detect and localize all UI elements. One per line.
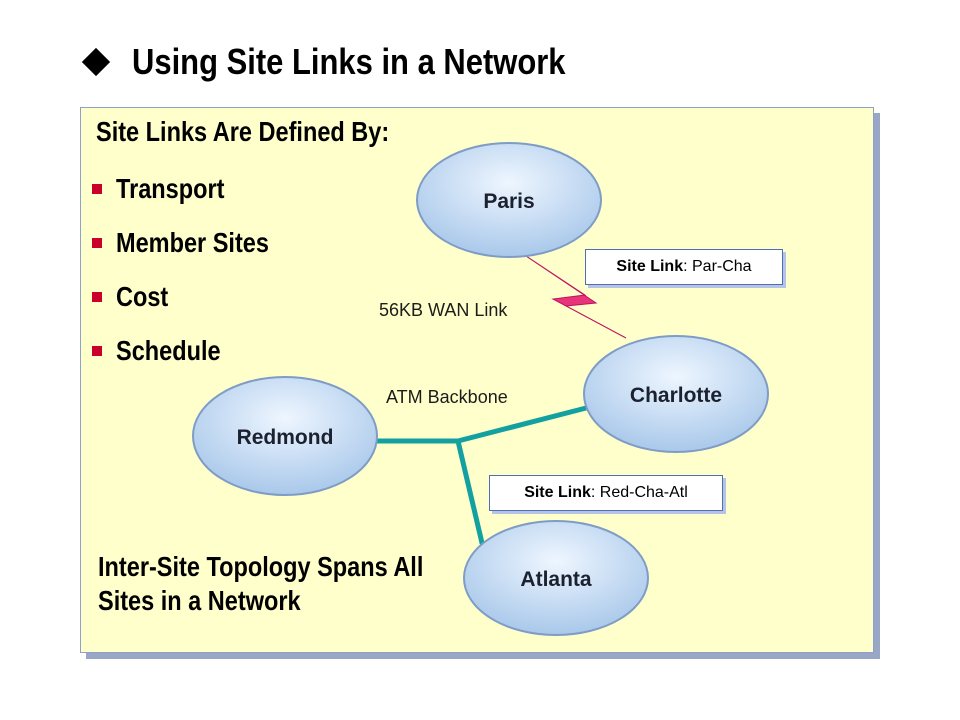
slide-title-row: Using Site Links in a Network bbox=[80, 34, 636, 90]
site-node-charlotte: Charlotte bbox=[583, 335, 769, 453]
site-link-value: : Red-Cha-Atl bbox=[590, 484, 688, 501]
bullet-item: Member Sites bbox=[92, 216, 298, 270]
square-bullet-icon bbox=[92, 292, 102, 302]
topology-caption-line1: Inter-Site Topology Spans All bbox=[98, 551, 424, 582]
wan-link-label: 56KB WAN Link bbox=[379, 300, 508, 320]
site-label-redmond: Redmond bbox=[237, 426, 334, 449]
bullet-text: Schedule bbox=[116, 335, 221, 366]
panel-heading: Site Links Are Defined By: bbox=[96, 116, 390, 147]
site-label-charlotte: Charlotte bbox=[630, 384, 722, 407]
slide-title: Using Site Links in a Network bbox=[132, 41, 566, 82]
site-label-paris: Paris bbox=[483, 190, 534, 213]
bullet-text: Member Sites bbox=[116, 227, 269, 258]
bullet-text: Cost bbox=[116, 281, 169, 312]
wan-link-bolt-icon bbox=[519, 251, 627, 339]
site-node-redmond: Redmond bbox=[192, 376, 378, 496]
bullet-text: Transport bbox=[116, 173, 225, 204]
site-node-atlanta: Atlanta bbox=[463, 520, 649, 636]
topology-caption-line2: Sites in a Network bbox=[98, 585, 301, 616]
site-link-red-cha-atl-callout: Site Link: Red-Cha-Atl bbox=[489, 475, 723, 511]
atm-backbone-lines bbox=[373, 405, 589, 546]
square-bullet-icon bbox=[92, 184, 102, 194]
bullet-item: Cost bbox=[92, 270, 298, 324]
bullet-item: Schedule bbox=[92, 324, 298, 378]
site-label-atlanta: Atlanta bbox=[520, 568, 591, 591]
bullet-item: Transport bbox=[92, 162, 298, 216]
backbone-segment-atlanta bbox=[455, 438, 485, 546]
site-link-prefix: Site Link bbox=[524, 484, 591, 501]
site-link-value: : Par-Cha bbox=[683, 258, 752, 275]
topology-caption: Inter-Site Topology Spans All Sites in a… bbox=[98, 550, 423, 618]
atm-backbone-label: ATM Backbone bbox=[386, 387, 508, 407]
site-node-paris: Paris bbox=[416, 142, 602, 258]
square-bullet-icon bbox=[92, 238, 102, 248]
bullet-list: Transport Member Sites Cost Schedule bbox=[92, 162, 298, 378]
site-link-prefix: Site Link bbox=[616, 258, 684, 275]
backbone-segment-charlotte bbox=[455, 405, 589, 444]
square-bullet-icon bbox=[92, 346, 102, 356]
site-link-par-cha-callout: Site Link: Par-Cha bbox=[585, 249, 783, 285]
